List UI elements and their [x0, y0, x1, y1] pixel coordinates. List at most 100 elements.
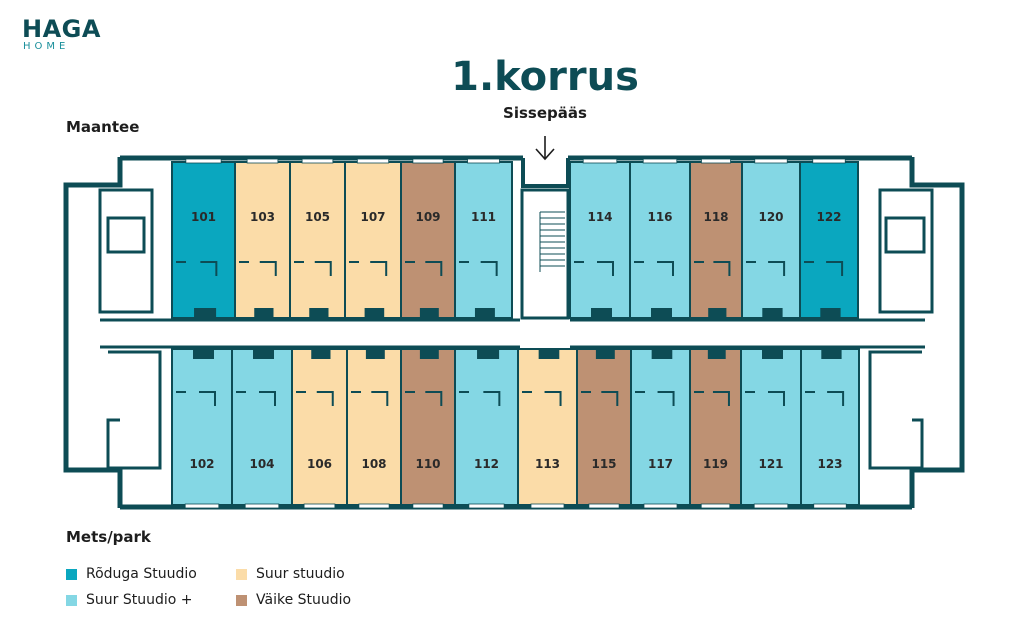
- window: [468, 503, 505, 509]
- unit-101[interactable]: 101: [171, 158, 236, 319]
- closet-block: [707, 349, 726, 359]
- unit-number: 113: [535, 457, 560, 471]
- legend-swatch: [236, 568, 247, 580]
- entrance-arrow-icon: [535, 136, 555, 161]
- legend-label: Suur Stuudio +: [86, 592, 193, 608]
- window: [185, 158, 222, 164]
- unit-117[interactable]: 117: [630, 348, 691, 509]
- unit-fill: [629, 161, 691, 319]
- unit-fill: [689, 161, 743, 319]
- window: [643, 503, 678, 509]
- window: [246, 158, 279, 164]
- road-side-label: Maantee: [66, 118, 140, 136]
- window: [303, 503, 336, 509]
- closet-block: [591, 308, 612, 318]
- unit-123[interactable]: 123: [800, 348, 860, 509]
- closet-block: [309, 308, 329, 318]
- unit-109[interactable]: 109: [400, 158, 456, 319]
- window: [184, 503, 220, 509]
- building-structure: [63, 155, 965, 510]
- window: [701, 158, 731, 164]
- unit-122[interactable]: 122: [799, 158, 859, 319]
- closet-block: [364, 308, 385, 318]
- closet-block: [419, 349, 439, 359]
- unit-number: 116: [647, 210, 672, 224]
- unit-fill: [344, 161, 402, 319]
- unit-fill: [289, 161, 346, 319]
- unit-120[interactable]: 120: [741, 158, 801, 319]
- unit-116[interactable]: 116: [629, 158, 691, 319]
- bathroom-wall: [597, 261, 614, 276]
- legend-item-roduga: Rõduga Stuudio: [66, 566, 197, 582]
- unit-105[interactable]: 105: [289, 158, 346, 319]
- unit-number: 103: [250, 210, 275, 224]
- closet-block: [474, 308, 495, 318]
- unit-fill: [346, 348, 402, 506]
- unit-fill: [400, 161, 456, 319]
- bathroom-wall: [425, 391, 443, 406]
- closet-block: [477, 349, 500, 359]
- bathroom-wall: [371, 391, 389, 406]
- unit-102[interactable]: 102: [171, 348, 233, 509]
- closet-block: [821, 349, 842, 359]
- legend-label: Suur stuudio: [256, 566, 345, 582]
- unit-113[interactable]: 113: [517, 348, 578, 509]
- unit-110[interactable]: 110: [400, 348, 456, 509]
- unit-114[interactable]: 114: [569, 158, 631, 319]
- unit-number: 110: [415, 457, 440, 471]
- window: [467, 158, 500, 164]
- unit-fill: [741, 161, 801, 319]
- unit-number: 118: [703, 210, 728, 224]
- window: [812, 158, 846, 164]
- unit-119[interactable]: 119: [689, 348, 742, 509]
- unit-number: 107: [360, 210, 385, 224]
- unit-121[interactable]: 121: [740, 348, 802, 509]
- window: [813, 503, 847, 509]
- window: [588, 503, 620, 509]
- unit-112[interactable]: 112: [454, 348, 519, 509]
- unit-number: 102: [189, 457, 214, 471]
- legend-item-vaike: Väike Stuudio: [236, 592, 351, 608]
- bathroom-wall: [768, 261, 786, 276]
- closet-block: [820, 308, 841, 318]
- unit-107[interactable]: 107: [344, 158, 402, 319]
- unit-104[interactable]: 104: [231, 348, 293, 509]
- floor-title: 1.korrus: [451, 54, 639, 100]
- unit-115[interactable]: 115: [576, 348, 632, 509]
- haga-home-logo: HAGA HOME: [22, 16, 101, 52]
- bathroom-wall: [544, 391, 562, 406]
- unit-103[interactable]: 103: [234, 158, 291, 319]
- unit-number: 119: [703, 457, 728, 471]
- unit-number: 106: [307, 457, 332, 471]
- bathroom-wall: [657, 261, 674, 276]
- unit-number: 120: [758, 210, 783, 224]
- window: [754, 158, 788, 164]
- unit-number: 115: [591, 457, 616, 471]
- bathroom-wall: [483, 391, 501, 406]
- window: [358, 503, 390, 509]
- closet-block: [365, 349, 385, 359]
- window: [412, 158, 444, 164]
- unit-number: 121: [758, 457, 783, 471]
- unit-118[interactable]: 118: [689, 158, 743, 319]
- unit-fill: [576, 348, 632, 506]
- bathroom-wall: [768, 391, 785, 406]
- unit-fill: [291, 348, 348, 506]
- park-side-label: Mets/park: [66, 528, 151, 546]
- unit-108[interactable]: 108: [346, 348, 402, 509]
- unit-fill: [171, 161, 236, 319]
- unit-number: 101: [191, 210, 216, 224]
- logo-wordmark: HAGA: [22, 15, 101, 43]
- unit-fill: [800, 348, 860, 506]
- bathroom-wall: [370, 261, 388, 276]
- unit-fill: [799, 161, 859, 319]
- legend-label: Rõduga Stuudio: [86, 566, 197, 582]
- unit-number: 114: [587, 210, 612, 224]
- legend-item-suur: Suur stuudio: [236, 566, 345, 582]
- unit-106[interactable]: 106: [291, 348, 348, 509]
- bathroom-wall: [199, 391, 216, 406]
- unit-fill: [234, 161, 291, 319]
- unit-fill: [689, 348, 742, 506]
- unit-111[interactable]: 111: [454, 158, 513, 319]
- closet-block: [311, 349, 331, 359]
